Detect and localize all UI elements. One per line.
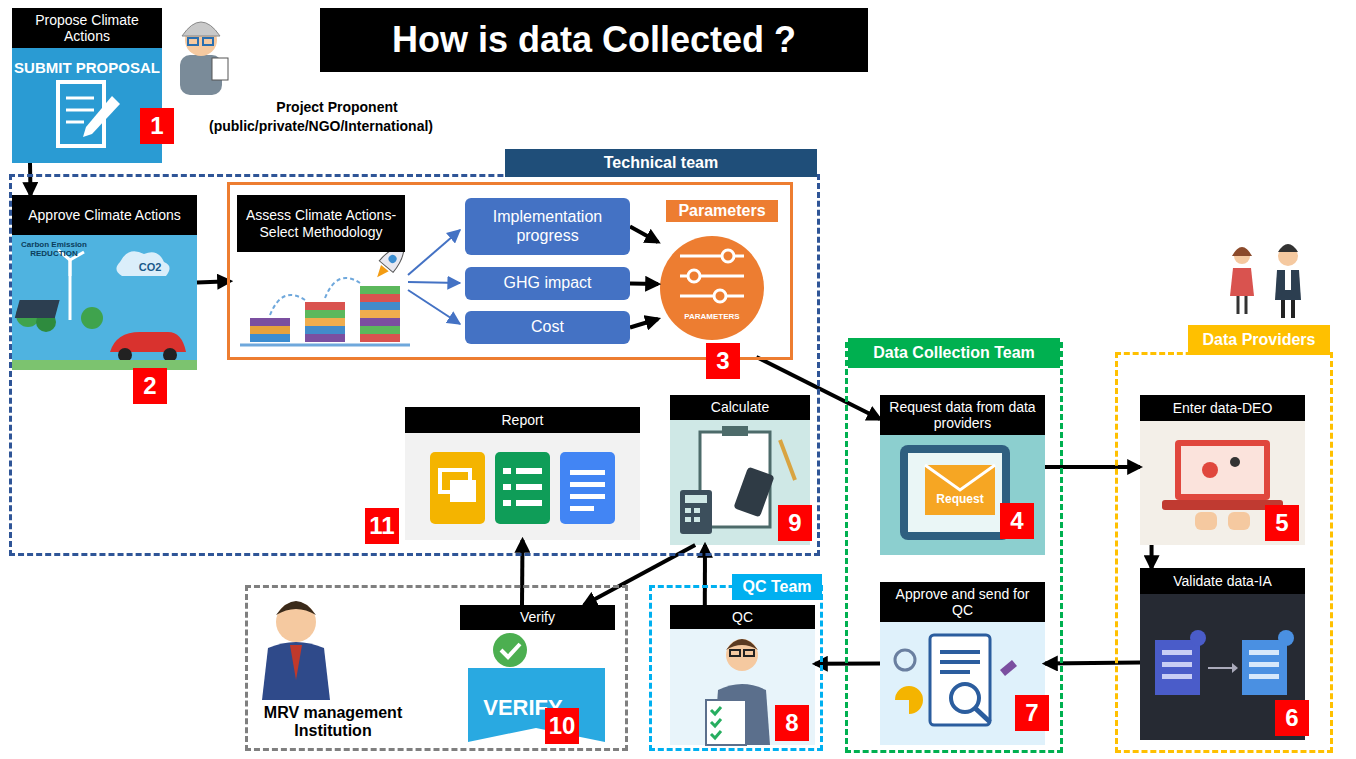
callout-number: 10 — [545, 708, 579, 744]
parameters-circle: ParametersPARAMETERS — [658, 200, 780, 340]
flow-arrow — [1045, 661, 1140, 666]
team-region: Technical teamApprove Climate ActionsAss… — [12, 177, 817, 553]
callout-number: 3 — [706, 343, 740, 379]
callout-number: 6 — [1275, 700, 1309, 736]
callout-number: 2 — [133, 368, 167, 404]
flow-arrow — [28, 163, 33, 195]
parameter-box: GHG impact — [465, 267, 630, 300]
node-label: QC — [670, 605, 815, 629]
node-label: Calculate — [670, 395, 810, 420]
flow-arrow — [197, 281, 230, 282]
image-caption: Carbon Emission REDUCTION — [14, 238, 94, 260]
node-label: Data Providers — [1188, 325, 1330, 355]
node-label: Verify — [460, 605, 615, 630]
node-label: Parameters — [666, 200, 778, 222]
callout-number: 5 — [1265, 505, 1299, 541]
node-label: Validate data-IA — [1140, 568, 1305, 594]
parameter-box: Cost — [465, 311, 630, 344]
node-label: Request data from data providers — [880, 395, 1045, 435]
node-sublabel: PARAMETERS — [662, 310, 762, 324]
node-label: Assess Climate Actions-Select Methodolog… — [237, 195, 405, 252]
node-label: MRV management Institution — [253, 700, 413, 744]
callout-number: 4 — [1000, 503, 1034, 539]
parameter-box: Implementation progress — [465, 198, 630, 255]
node-label: Cost — [465, 311, 630, 344]
flow-arrow — [1045, 465, 1140, 469]
role-label: Project Proponent — [232, 98, 442, 116]
process-box: VerifyVERIFY — [460, 605, 615, 745]
node-label: QC Team — [732, 574, 822, 600]
callout-number: 11 — [365, 508, 399, 544]
process-box: Approve Climate Actions — [12, 195, 197, 370]
role-label: (public/private/NGO/International) — [196, 116, 446, 136]
node-label: Enter data-DEO — [1140, 395, 1305, 421]
flow-arrow — [520, 540, 525, 605]
flow-arrow — [815, 662, 880, 666]
node-label: Data Collection Team — [848, 338, 1060, 368]
page-title: How is data Collected ? — [320, 8, 868, 72]
image-caption: CO2 — [130, 260, 170, 274]
team-region: Data ProvidersEnter data-DEOValidate dat… — [1118, 355, 1330, 750]
method-box: Assess Climate Actions-Select Methodolog… — [230, 185, 790, 357]
image-caption: Request — [930, 492, 990, 508]
flow-arrow — [703, 545, 707, 605]
flow-arrow — [630, 282, 658, 287]
callout-number: 7 — [1015, 695, 1049, 731]
node-label: Approve Climate Actions — [12, 195, 197, 235]
flow-arrow — [584, 545, 695, 605]
node-sublabel: SUBMIT PROPOSAL — [12, 56, 162, 80]
process-box: Report — [405, 407, 640, 540]
flow-arrow — [630, 319, 658, 328]
node-label: Implementation progress — [465, 198, 630, 255]
team-region: Data Collection TeamRequest data from da… — [848, 345, 1060, 750]
node-label: Approve and send for QC — [880, 582, 1045, 622]
node-label: GHG impact — [465, 267, 630, 300]
node-label: Technical team — [505, 149, 817, 177]
callout-number: 9 — [778, 505, 812, 541]
node-label: Report — [405, 407, 640, 433]
node-label: Propose Climate Actions — [12, 8, 162, 48]
callout-number: 8 — [775, 705, 809, 741]
callout-number: 1 — [140, 108, 174, 144]
flow-arrow — [1150, 545, 1154, 568]
flow-arrow — [630, 227, 658, 243]
